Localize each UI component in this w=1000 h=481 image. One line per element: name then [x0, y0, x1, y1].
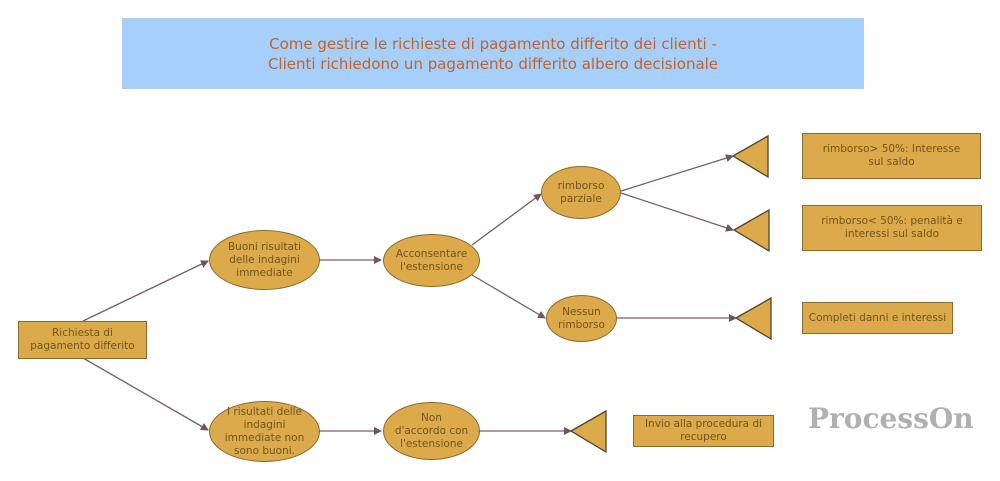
- processon-watermark: ProcessOn: [808, 402, 974, 435]
- outcome-recovery: Invio alla procedura di recupero: [633, 415, 774, 447]
- end-triangle-under50: [732, 208, 770, 253]
- end-triangle-full: [734, 296, 772, 341]
- edge-agree-partial: [471, 193, 542, 246]
- agree-node: Acconsentare l'estensione: [383, 234, 480, 287]
- diagram-title: Come gestire le richieste di pagamento d…: [122, 18, 864, 89]
- edge-partial-under50: [620, 192, 734, 232]
- outcome-over50: rimborso> 50%: Interesse sul saldo: [802, 133, 981, 179]
- partial-refund-node: rimborso parziale: [541, 166, 621, 219]
- end-triangle-over50: [731, 134, 769, 179]
- title-line-1: Come gestire le richieste di pagamento d…: [269, 34, 717, 53]
- edge-root-bad: [82, 357, 209, 431]
- no-refund-node: Nessun rimborso: [546, 295, 617, 342]
- edge-root-good: [82, 260, 209, 322]
- bad-results-node: I risultati delle indagini immediate non…: [209, 401, 320, 462]
- edge-agree-none: [471, 274, 546, 319]
- title-line-2: Clienti richiedono un pagamento differit…: [267, 54, 719, 73]
- outcome-full: Completi danni e interessi: [802, 302, 953, 334]
- outcome-under50: rimborso< 50%: penalità e interessi sul …: [802, 205, 982, 251]
- root-node: Richiesta di pagamento differito: [18, 321, 147, 359]
- edge-partial-over50: [620, 154, 734, 192]
- good-results-node: Buoni risultati delle indagini immediate: [209, 230, 320, 290]
- end-triangle-recovery: [569, 409, 607, 454]
- disagree-node: Non d'accordo con l'estensione: [383, 402, 480, 460]
